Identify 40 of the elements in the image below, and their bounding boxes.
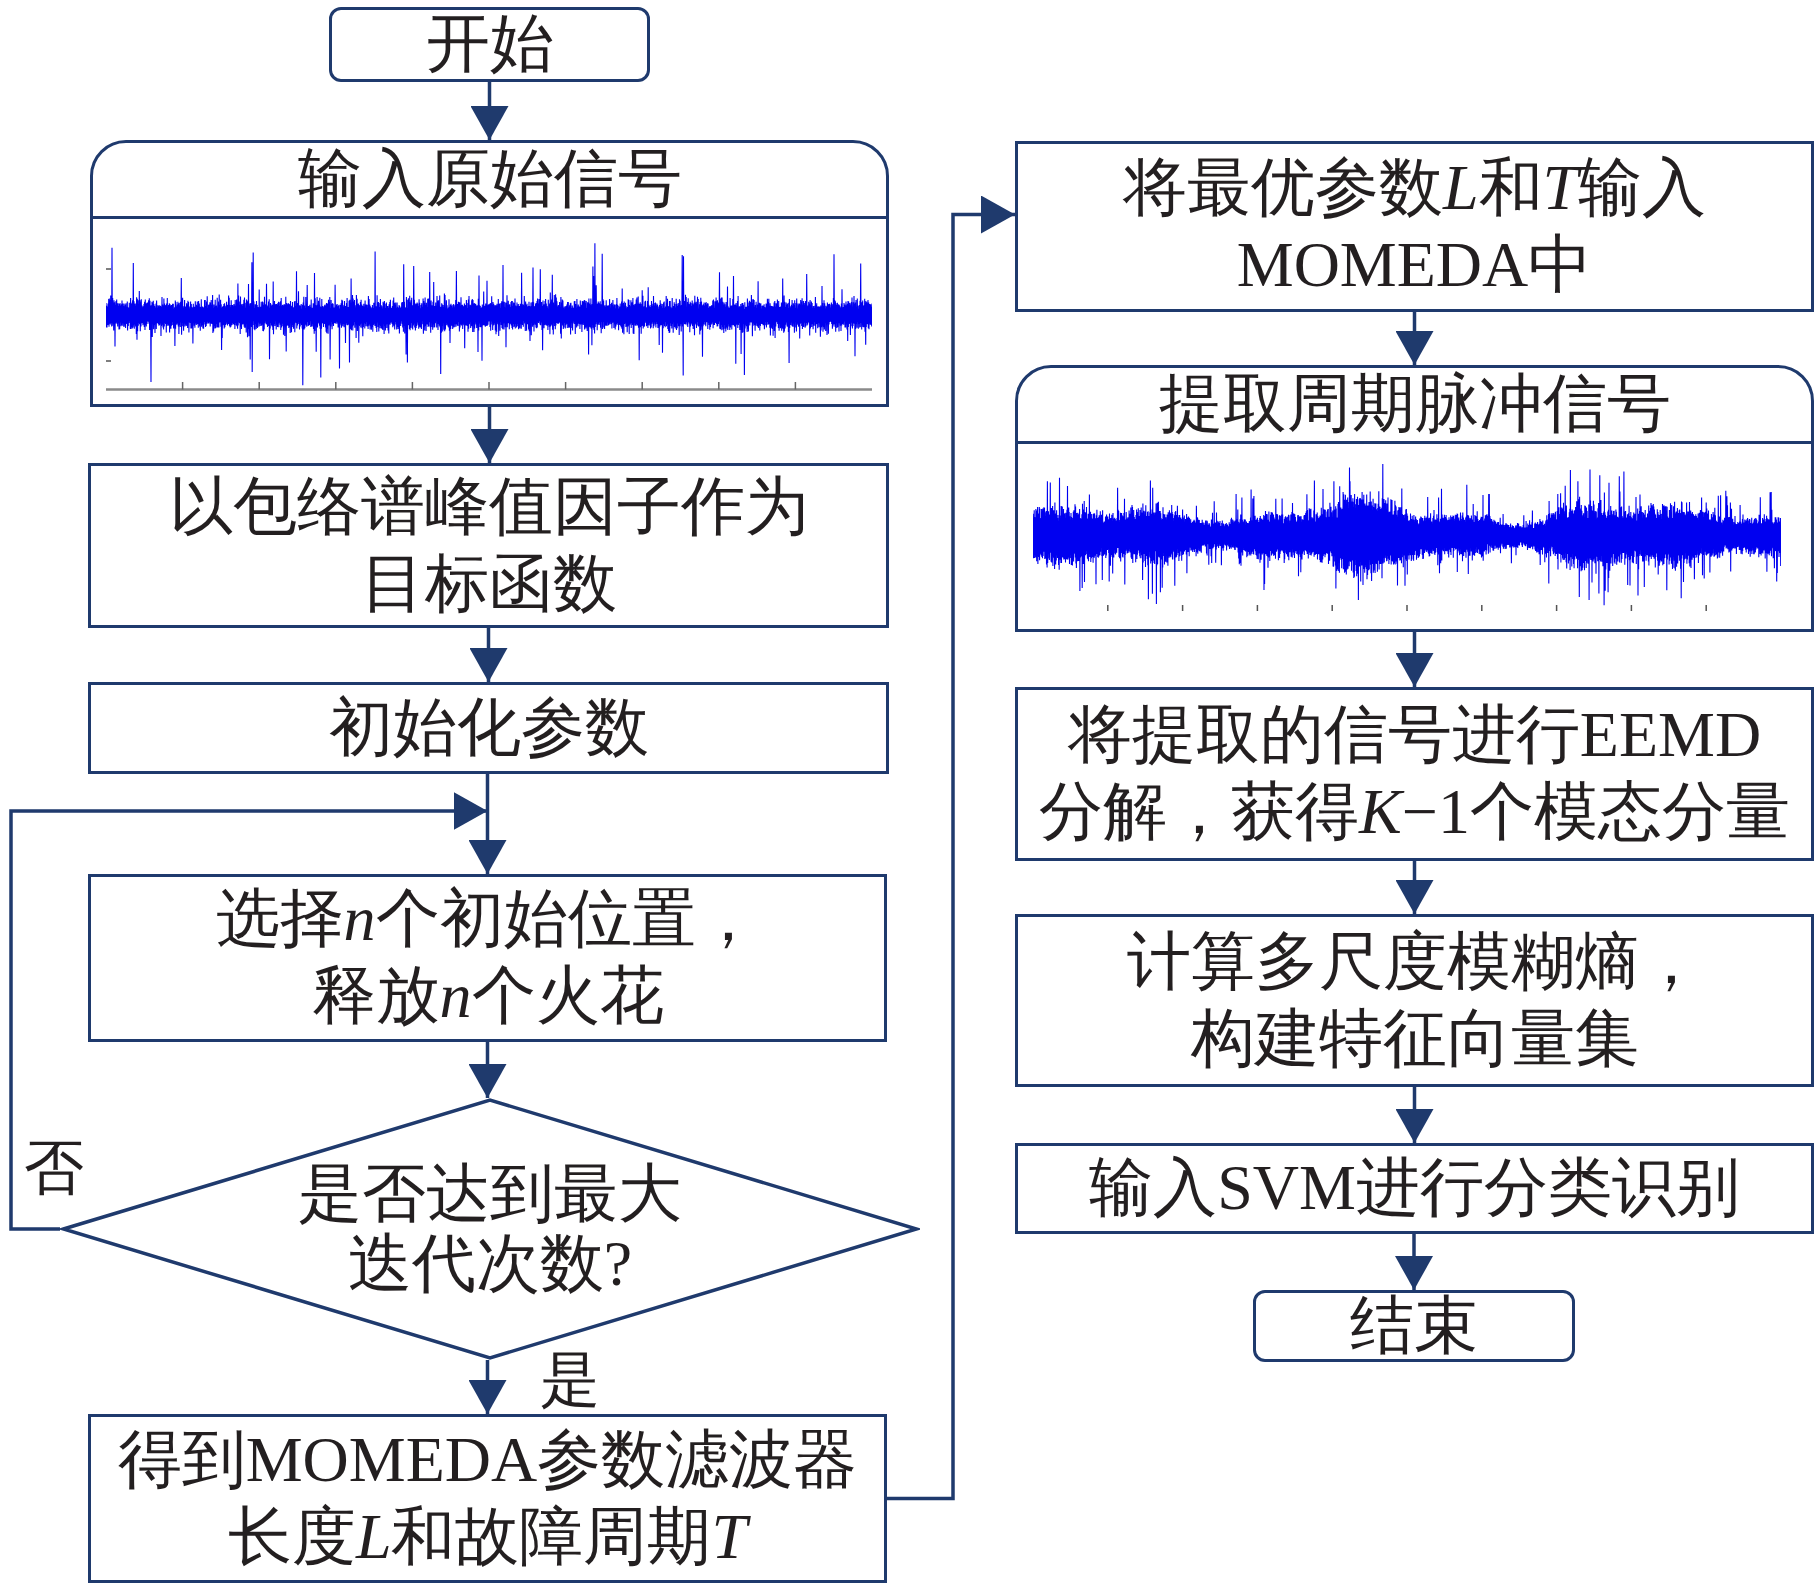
flow-arrow (469, 628, 508, 682)
process-label: 选择n个初始位置，释放n个火花 (214, 882, 761, 1033)
process-box (1015, 914, 1814, 1087)
flow-arrow (1395, 861, 1434, 914)
flow-arrow (470, 82, 509, 140)
flow-arrow (468, 811, 507, 874)
process-box (1015, 141, 1814, 312)
flow-arrow (1395, 1087, 1434, 1143)
flow-arrow (1395, 1234, 1433, 1290)
process-label: 得到MOMEDA参数滤波器长度L和故障周期T (116, 1422, 859, 1574)
connector-line (485, 774, 490, 811)
process-label: 将提取的信号进行EEMD分解，获得K−1个模态分量 (1038, 698, 1791, 849)
signal-card (90, 140, 889, 407)
terminal-label: 结束 (1350, 1288, 1478, 1363)
process-box (1015, 1143, 1814, 1234)
process-box (1015, 687, 1814, 861)
process-label: 输入SVM进行分类识别 (1089, 1151, 1740, 1226)
process-box (88, 1414, 887, 1583)
flow-arrow (470, 407, 509, 463)
flow-arrow (1395, 632, 1434, 687)
flow-arrow (468, 1360, 507, 1414)
process-box (88, 463, 889, 628)
process-label: 初始化参数 (328, 690, 649, 765)
signal-card (1015, 365, 1814, 632)
process-label: 以包络谱峰值因子作为目标函数 (167, 469, 810, 621)
flow-arrow (468, 1042, 507, 1098)
process-box (88, 682, 889, 774)
flow-arrow (1395, 312, 1434, 365)
flow-arrow (9, 792, 488, 1231)
flow-arrow (887, 195, 1015, 1501)
card-title: 输入原始信号 (297, 142, 682, 217)
process-label: 将最优参数L和T输入MOMEDA中 (1121, 150, 1708, 302)
edge-label: 否 (24, 1138, 84, 1198)
terminal-box (1253, 1290, 1575, 1362)
terminal-box (329, 7, 650, 82)
card-title: 提取周期脉冲信号 (1158, 367, 1671, 442)
terminal-label: 开始 (425, 7, 554, 82)
process-box (88, 874, 887, 1042)
decision-label: 是否达到最大迭代次数? (297, 1158, 683, 1300)
process-label: 计算多尺度模糊熵，构建特征向量集 (1125, 924, 1704, 1076)
